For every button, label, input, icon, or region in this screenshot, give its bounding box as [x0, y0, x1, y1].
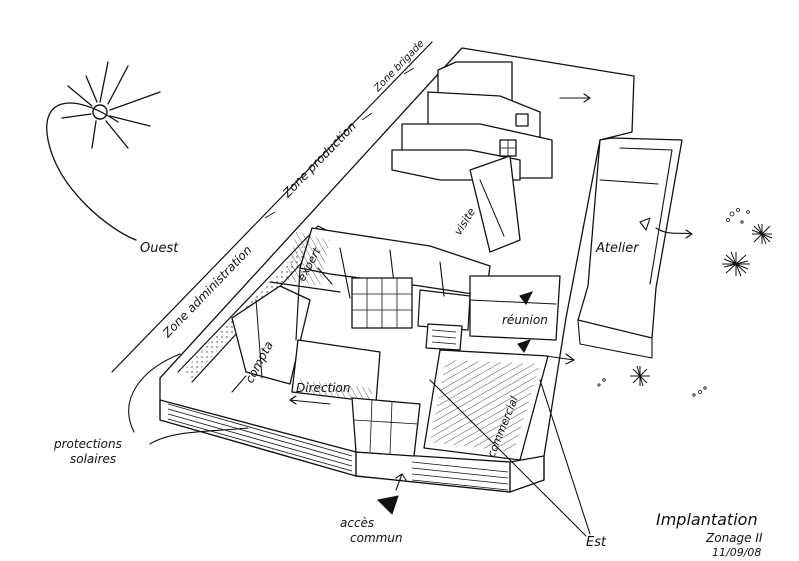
admin-rooms	[231, 227, 575, 461]
atelier-label: Atelier	[595, 241, 640, 256]
acces-label-2: commun	[350, 531, 403, 545]
atelier-annex	[577, 137, 693, 359]
zone-brigade-label: Zone brigade	[372, 38, 427, 94]
est-leader-lines	[429, 379, 591, 537]
direction-label: Direction	[296, 381, 350, 395]
solar-protection-louvres	[167, 403, 509, 491]
protections-leader-lines	[128, 353, 249, 445]
tree-scribbles	[597, 208, 773, 397]
sun-path-arc	[46, 102, 137, 241]
reunion-label: réunion	[502, 313, 548, 327]
protections-label-2: solaires	[70, 452, 116, 466]
subtitle-zonage: Zonage II	[705, 531, 763, 545]
est-label: Est	[586, 535, 607, 550]
sun-icon	[61, 61, 161, 149]
title-implantation: Implantation	[656, 510, 758, 529]
production-halls	[391, 61, 591, 253]
protections-label-1: protections	[53, 437, 122, 451]
zone-axis	[111, 41, 433, 373]
acces-label-1: accès	[340, 516, 374, 530]
acces-marker	[376, 473, 407, 515]
date-label: 11/09/08	[712, 546, 761, 559]
ouest-label: Ouest	[140, 241, 179, 256]
